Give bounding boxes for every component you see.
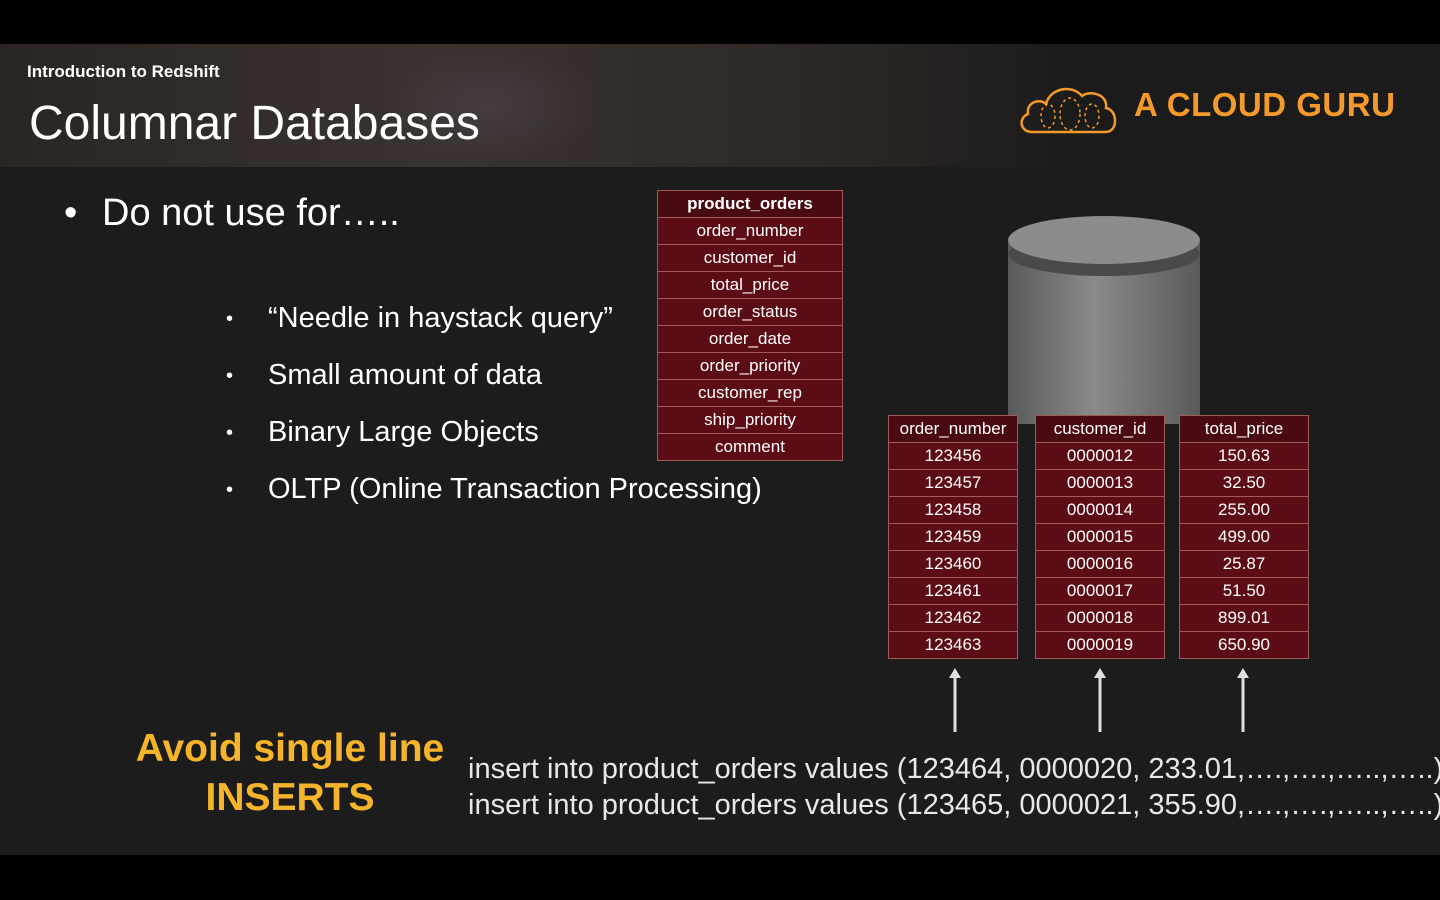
bullet-dot: • xyxy=(226,479,268,502)
slide-title: Columnar Databases xyxy=(29,96,480,151)
column-cell: 650.90 xyxy=(1180,632,1309,659)
schema-table: product_orders order_number customer_id … xyxy=(657,190,843,461)
column-cell: 123458 xyxy=(889,497,1018,524)
slide: Introduction to Redshift Columnar Databa… xyxy=(0,44,1440,855)
sql-example: insert into product_orders values (12346… xyxy=(468,751,1440,823)
schema-column: total_price xyxy=(658,272,843,299)
column-cell: 499.00 xyxy=(1180,524,1309,551)
arrow-up-icon xyxy=(1234,668,1252,732)
cloud-logo-icon xyxy=(1018,76,1122,138)
avoid-inserts-callout: Avoid single line INSERTS xyxy=(110,724,470,822)
bullet-dot: • xyxy=(64,192,102,235)
main-bullet-text: Do not use for….. xyxy=(102,192,400,234)
schema-column: ship_priority xyxy=(658,407,843,434)
schema-column: comment xyxy=(658,434,843,461)
column-cell: 123463 xyxy=(889,632,1018,659)
column-cell: 0000012 xyxy=(1036,443,1165,470)
brand-name: A CLOUD GURU xyxy=(1134,86,1395,124)
column-cell: 899.01 xyxy=(1180,605,1309,632)
bullet-dot: • xyxy=(226,365,268,388)
schema-column: order_date xyxy=(658,326,843,353)
callout-line: INSERTS xyxy=(110,773,470,822)
bullet-dot: • xyxy=(226,422,268,445)
main-bullet: •Do not use for….. xyxy=(64,192,400,235)
column-cell: 123460 xyxy=(889,551,1018,578)
sub-bullet: •OLTP (Online Transaction Processing) xyxy=(226,473,762,530)
column-header: customer_id xyxy=(1036,416,1165,443)
slide-header: Introduction to Redshift Columnar Databa… xyxy=(0,44,1440,167)
schema-column: order_number xyxy=(658,218,843,245)
column-cell: 0000019 xyxy=(1036,632,1165,659)
column-cell: 32.50 xyxy=(1180,470,1309,497)
schema-table-name: product_orders xyxy=(658,191,843,218)
column-cell: 123461 xyxy=(889,578,1018,605)
brand-logo: A CLOUD GURU xyxy=(1018,76,1408,138)
column-cell: 123456 xyxy=(889,443,1018,470)
column-cell: 0000018 xyxy=(1036,605,1165,632)
total-price-column: total_price 150.63 32.50 255.00 499.00 2… xyxy=(1179,415,1309,659)
column-cell: 255.00 xyxy=(1180,497,1309,524)
column-cell: 0000015 xyxy=(1036,524,1165,551)
course-subtitle: Introduction to Redshift xyxy=(27,62,220,82)
column-header: total_price xyxy=(1180,416,1309,443)
database-cylinder-icon xyxy=(1006,214,1202,424)
column-cell: 0000017 xyxy=(1036,578,1165,605)
column-cell: 0000016 xyxy=(1036,551,1165,578)
column-cell: 0000014 xyxy=(1036,497,1165,524)
column-header: order_number xyxy=(889,416,1018,443)
bullet-dot: • xyxy=(226,308,268,331)
sql-line: insert into product_orders values (12346… xyxy=(468,751,1440,787)
schema-column: order_priority xyxy=(658,353,843,380)
column-cell: 25.87 xyxy=(1180,551,1309,578)
sub-bullet-text: Binary Large Objects xyxy=(268,416,539,448)
column-cell: 123457 xyxy=(889,470,1018,497)
order-number-column: order_number 123456 123457 123458 123459… xyxy=(888,415,1018,659)
schema-column: order_status xyxy=(658,299,843,326)
sub-bullet-text: Small amount of data xyxy=(268,359,542,391)
arrow-up-icon xyxy=(946,668,964,732)
sql-line: insert into product_orders values (12346… xyxy=(468,787,1440,823)
callout-line: Avoid single line xyxy=(110,724,470,773)
column-cell: 123462 xyxy=(889,605,1018,632)
column-cell: 51.50 xyxy=(1180,578,1309,605)
customer-id-column: customer_id 0000012 0000013 0000014 0000… xyxy=(1035,415,1165,659)
sub-bullet-text: OLTP (Online Transaction Processing) xyxy=(268,473,762,505)
arrow-up-icon xyxy=(1091,668,1109,732)
column-cell: 0000013 xyxy=(1036,470,1165,497)
column-cell: 150.63 xyxy=(1180,443,1309,470)
schema-column: customer_rep xyxy=(658,380,843,407)
column-cell: 123459 xyxy=(889,524,1018,551)
sub-bullet-text: “Needle in haystack query” xyxy=(268,302,613,334)
schema-column: customer_id xyxy=(658,245,843,272)
